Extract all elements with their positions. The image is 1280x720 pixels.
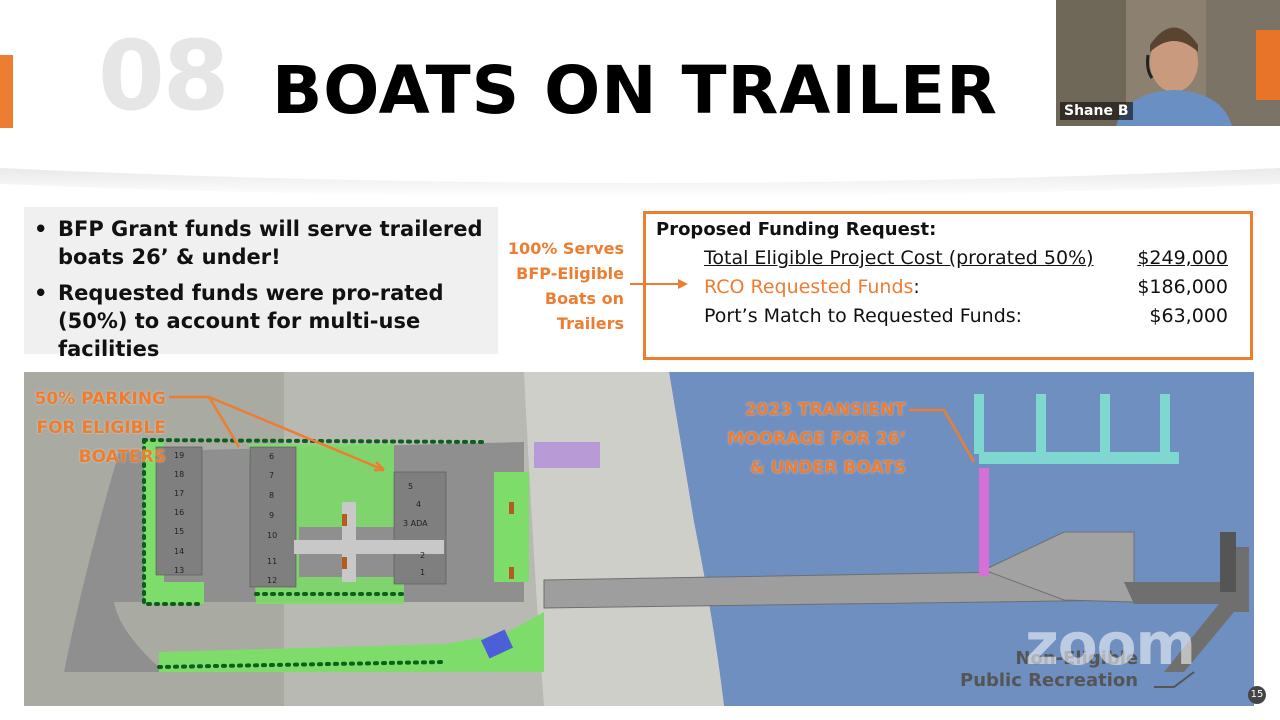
stall-number: 13: [174, 566, 184, 575]
parking-label-line: 50% PARKING: [34, 389, 166, 409]
bullet-text: Requested funds were pro-rated (50%) to …: [58, 281, 444, 361]
slide-number: 08: [98, 20, 230, 132]
non-eligible-label: Non-Eligible Public Recreation: [960, 648, 1138, 692]
moorage-label: 2023 TRANSIENT MOORAGE FOR 26’ & UNDER B…: [704, 396, 906, 483]
accent-bar: [0, 55, 13, 128]
stall-number: 2: [420, 551, 425, 560]
funding-label: Port’s Match to Requested Funds:: [704, 305, 1023, 327]
funding-label-suffix: :: [913, 276, 920, 298]
bullets-box: •BFP Grant funds will serve trailered bo…: [24, 207, 498, 361]
parking-label-line: FOR ELIGIBLE: [36, 418, 166, 438]
bullet-item: •BFP Grant funds will serve trailered bo…: [34, 215, 488, 271]
stall-number: 7: [269, 471, 274, 480]
stall-numbers-layer: 19 18 17 16 15 14 13 6 7 8 9 10 11 12 5 …: [174, 451, 428, 585]
participant-video-frame: [1056, 0, 1280, 126]
stall-number: 15: [174, 527, 184, 536]
stall-number: 16: [174, 508, 184, 517]
site-plan-drawing: [24, 372, 1254, 706]
participant-name: Shane B: [1060, 102, 1133, 120]
stall-number: 11: [267, 557, 277, 566]
side-label-line: Boats on: [544, 289, 624, 308]
stall-number: 3 ADA: [403, 519, 428, 528]
moorage-label-line: 2023 TRANSIENT: [744, 400, 906, 420]
parking-label: 50% PARKING FOR ELIGIBLE BOATERS: [24, 385, 166, 472]
zoom-watermark: zoom: [1025, 610, 1196, 678]
non-eligible-line: Public Recreation: [960, 670, 1139, 691]
funding-amount: $63,000: [1149, 305, 1228, 327]
participant-video-tile[interactable]: Shane B: [1056, 0, 1280, 126]
stall-number: 6: [269, 452, 274, 461]
funding-amount: $249,000: [1137, 247, 1228, 269]
non-eligible-line: Non-Eligible: [1015, 648, 1139, 669]
moorage-label-line: MOORAGE FOR 26’: [727, 429, 906, 449]
funding-amount: $186,000: [1137, 276, 1228, 298]
stall-number: 1: [420, 568, 425, 577]
stall-number: 9: [269, 511, 274, 520]
side-label: 100% Serves BFP-Eligible Boats on Traile…: [506, 236, 624, 336]
site-plan-map: 19 18 17 16 15 14 13 6 7 8 9 10 11 12 5 …: [24, 372, 1254, 706]
side-label-line: Trailers: [556, 314, 624, 333]
funding-label: Total Eligible Project Cost (prorated 50…: [704, 247, 1094, 269]
stall-number: 8: [269, 491, 274, 500]
funding-title: Proposed Funding Request:: [656, 219, 937, 240]
funding-label: RCO Requested Funds: [704, 276, 914, 298]
side-label-line: 100% Serves: [507, 239, 624, 258]
header-divider: [0, 168, 1280, 197]
parking-label-line: BOATERS: [78, 447, 166, 467]
stall-number: 17: [174, 489, 184, 498]
stall-number: 14: [174, 547, 184, 556]
funding-request-box: Proposed Funding Request: Total Eligible…: [643, 211, 1253, 360]
stall-number: 10: [267, 531, 277, 540]
funding-row-match: Port’s Match to Requested Funds: $63,000: [704, 302, 1228, 330]
funding-row-total: Total Eligible Project Cost (prorated 50…: [704, 244, 1228, 272]
stall-number: 18: [174, 470, 184, 479]
moorage-label-line: & UNDER BOATS: [749, 458, 906, 478]
stall-number: 5: [408, 482, 413, 491]
side-label-line: BFP-Eligible: [516, 264, 624, 283]
bullet-item: •Requested funds were pro-rated (50%) to…: [34, 279, 488, 363]
stall-number: 4: [416, 500, 421, 509]
stall-number: 19: [174, 451, 184, 460]
side-arrow-icon: [630, 279, 688, 289]
slide-title: BOATS ON TRAILER: [272, 52, 998, 129]
page-number-badge: 15: [1248, 686, 1266, 704]
stall-number: 12: [267, 576, 277, 585]
bullet-text: BFP Grant funds will serve trailered boa…: [58, 217, 483, 269]
funding-row-rco: RCO Requested Funds: $186,000: [704, 273, 1228, 301]
